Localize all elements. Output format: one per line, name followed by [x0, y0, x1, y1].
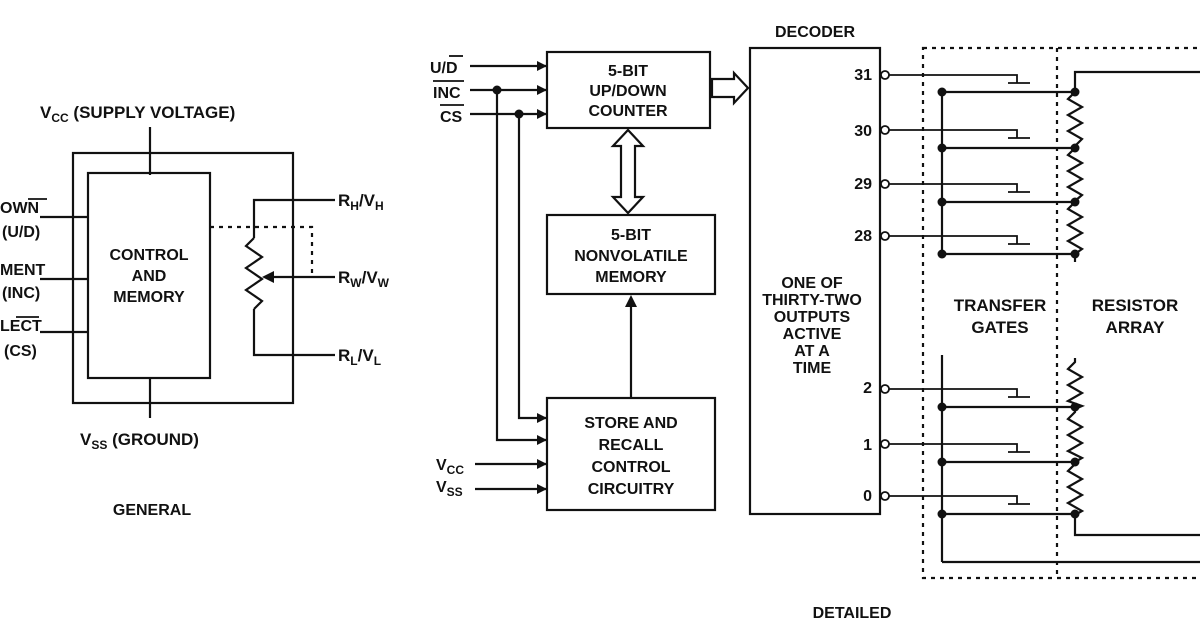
store-label-line2: RECALL — [599, 437, 664, 454]
output-label-1: 1 — [863, 437, 872, 454]
general-input-ud-sub: (U/D) — [2, 224, 40, 241]
general-input-ud-label: OWN — [0, 200, 39, 217]
output-label-0: 0 — [863, 488, 872, 505]
general-input-inc-sub: (INC) — [2, 285, 40, 302]
gate-row-30 — [880, 125, 1080, 153]
decoder-label-line2: THIRTY-TWO — [762, 292, 862, 309]
general-vcc-label: VCC (SUPPLY VOLTAGE) — [40, 103, 235, 125]
transfer-gates-label-line1: TRANSFER — [954, 296, 1047, 315]
output-label-30: 30 — [854, 123, 872, 140]
gate-row-31 — [880, 70, 1080, 97]
counter-label-line2: UP/DOWN — [589, 83, 666, 100]
counter-to-decoder-arrow — [710, 70, 750, 106]
wiper-arrow — [262, 271, 274, 283]
general-input-cs-sub: (CS) — [4, 343, 37, 360]
gate-row-2 — [880, 384, 1080, 412]
decoder-title: DECODER — [775, 24, 855, 41]
rl-vl-label: RL/VL — [338, 346, 381, 368]
detailed-input-ud-label: U/D — [430, 60, 458, 77]
resistor-array-label-line1: RESISTOR — [1092, 296, 1179, 315]
detailed-caption: DETAILED — [813, 605, 892, 622]
output-label-28: 28 — [854, 228, 872, 245]
decoder-label-line4: ACTIVE — [783, 326, 842, 343]
decoder-label-line5: AT A — [794, 343, 830, 360]
rw-vw-label: RW/VW — [338, 268, 390, 290]
control-label-line1: CONTROL — [109, 247, 188, 264]
resistor-segment-4 — [1065, 358, 1086, 411]
nv-label-line3: MEMORY — [595, 269, 667, 286]
rl-wire — [252, 309, 335, 357]
gate-row-29 — [880, 179, 1080, 207]
resistor-segment-6 — [1065, 462, 1085, 516]
store-label-line3: CONTROL — [591, 459, 670, 476]
resistor-bottom-line — [1073, 515, 1200, 537]
detailed-vss-label: VSS — [436, 479, 463, 499]
decoder-label-line3: OUTPUTS — [774, 309, 851, 326]
detailed-vcc-label: VCC — [436, 457, 464, 477]
output-label-31: 31 — [854, 67, 872, 84]
counter-memory-bus-arrow — [610, 128, 646, 215]
output-label-29: 29 — [854, 176, 872, 193]
general-input-inc-label: MENT — [0, 262, 46, 279]
transfer-gates-label-line2: GATES — [971, 318, 1028, 337]
counter-label-line1: 5-BIT — [608, 63, 648, 80]
rh-wire — [252, 198, 335, 232]
general-control-link — [210, 225, 314, 277]
nv-label-line1: 5-BIT — [611, 227, 651, 244]
detailed-input-cs-label: CS — [440, 109, 463, 126]
general-input-cs-label: LECT — [0, 318, 42, 335]
general-vss-label: VSS (GROUND) — [80, 430, 199, 452]
control-label-line2: AND — [132, 268, 167, 285]
store-label-line1: STORE AND — [584, 415, 677, 432]
general-diagram: VCC (SUPPLY VOLTAGE) CONTROL AND MEMORY … — [0, 103, 390, 519]
rh-vh-label: RH/VH — [338, 191, 384, 213]
store-label-line4: CIRCUITRY — [588, 481, 675, 498]
counter-block — [545, 50, 712, 130]
gate-row-28 — [880, 231, 1080, 259]
resistor-segment-1 — [1065, 75, 1085, 147]
resistor-top-line — [1073, 70, 1200, 75]
resistor-segment-5 — [1065, 409, 1085, 463]
store-recall-block — [545, 396, 717, 512]
potentiometer-resistor — [244, 237, 264, 310]
output-label-2: 2 — [863, 380, 872, 397]
general-caption: GENERAL — [113, 502, 191, 519]
nv-label-line2: NONVOLATILE — [574, 248, 688, 265]
resistor-array-label-line2: ARRAY — [1106, 318, 1166, 337]
decoder-label-line1: ONE OF — [781, 275, 843, 292]
transfer-resistor-region — [921, 46, 1200, 580]
cs-to-store-wire — [517, 114, 547, 420]
detailed-diagram: U/D INC CS 5-BIT UP/DOWN COUNTER 5-BIT N… — [430, 24, 1200, 622]
resistor-segment-2 — [1065, 146, 1085, 202]
nonvolatile-memory-block — [545, 213, 717, 296]
gate-row-1 — [880, 439, 1080, 467]
decoder-block — [748, 46, 882, 516]
control-label-line3: MEMORY — [113, 289, 185, 306]
detailed-input-inc-label: INC — [433, 85, 461, 102]
inc-to-store-wire — [495, 90, 547, 442]
resistor-segment-3 — [1065, 201, 1085, 255]
counter-label-line3: COUNTER — [588, 103, 668, 120]
decoder-label-line6: TIME — [793, 360, 832, 377]
gate-row-0 — [880, 491, 1080, 519]
